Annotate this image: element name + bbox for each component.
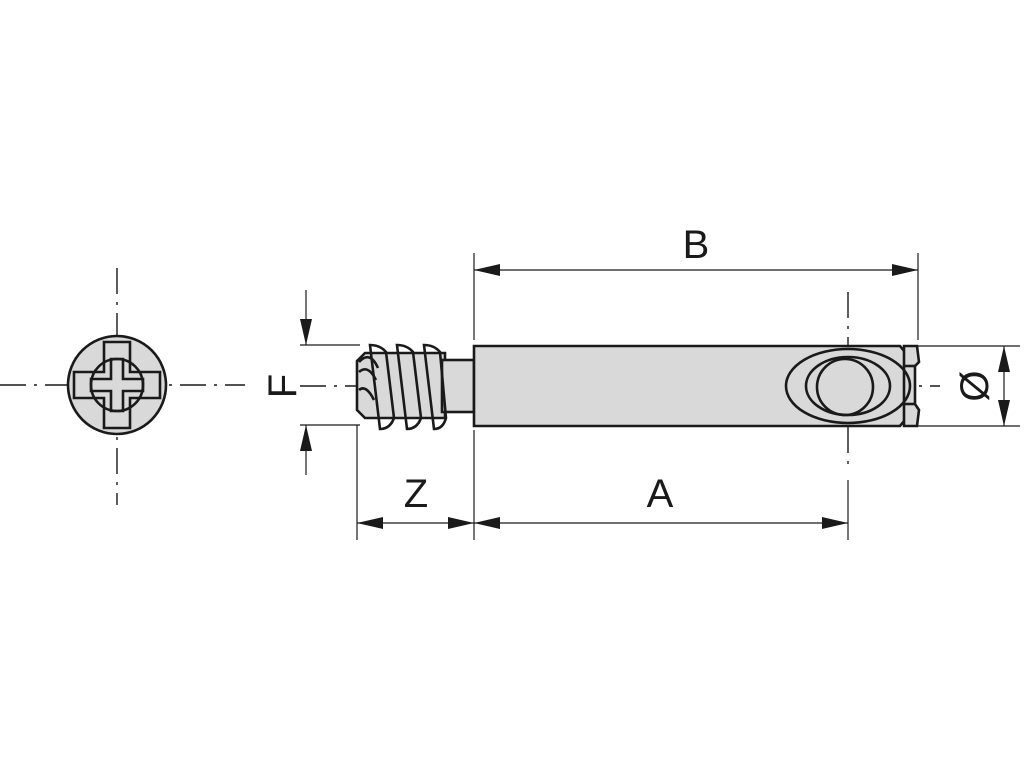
dimension-label-b: B	[683, 223, 710, 267]
arrowhead	[998, 400, 1010, 426]
dimension-f: F	[261, 290, 360, 475]
end-view	[0, 268, 245, 505]
end-view-head-circle	[66, 334, 168, 436]
arrowhead	[892, 264, 918, 276]
dimension-label-f: F	[261, 374, 305, 398]
arrowhead	[448, 517, 474, 529]
threaded-section	[355, 343, 476, 431]
dimension-label-z: Z	[404, 472, 428, 516]
cross-slot-icon	[72, 340, 162, 430]
arrowhead	[822, 517, 848, 529]
arrowhead	[474, 264, 500, 276]
cross-hole	[815, 357, 875, 417]
dimension-label-a: A	[647, 472, 674, 516]
shaft-body	[472, 344, 921, 428]
dimension-a: A	[473, 430, 849, 540]
dimension-diameter: Ø	[912, 345, 1020, 427]
arrowhead	[357, 517, 383, 529]
dimension-z: Z	[356, 425, 474, 540]
arrowhead	[300, 425, 312, 451]
dimension-b: B	[473, 223, 919, 340]
arrowhead	[474, 517, 500, 529]
dimension-label-diameter: Ø	[953, 370, 997, 401]
arrowhead	[300, 319, 312, 345]
slot-ellipse	[784, 347, 912, 425]
thread-turns	[358, 343, 448, 431]
arrowhead	[998, 346, 1010, 372]
